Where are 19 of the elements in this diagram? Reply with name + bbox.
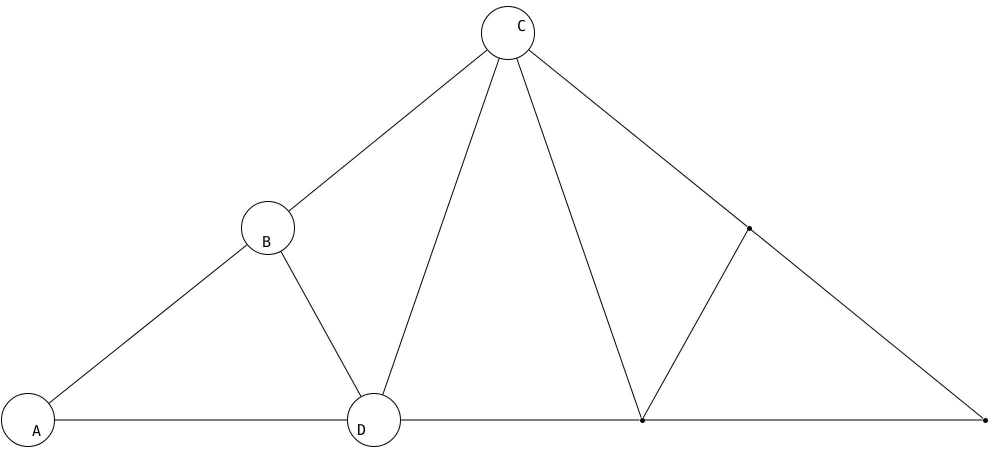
joint-circle: [1, 393, 55, 447]
joint-dot: [640, 418, 644, 422]
truss-member: [48, 244, 248, 404]
joint-dot: [746, 226, 752, 230]
truss-member: [750, 229, 984, 419]
joint-label: A: [32, 424, 42, 439]
truss-member: [288, 50, 488, 212]
joint-label: D: [357, 423, 366, 438]
joint-label: B: [262, 235, 272, 250]
truss-member: [382, 58, 500, 395]
truss-member: [642, 230, 748, 418]
truss-member: [516, 58, 642, 418]
joint-label: C: [517, 19, 526, 34]
truss-member: [280, 251, 362, 397]
joint-dot: [982, 418, 988, 422]
joint-circle: [481, 6, 535, 60]
truss-member: [528, 49, 748, 227]
joint-circle: [347, 393, 401, 447]
joint-circle: [241, 201, 295, 255]
